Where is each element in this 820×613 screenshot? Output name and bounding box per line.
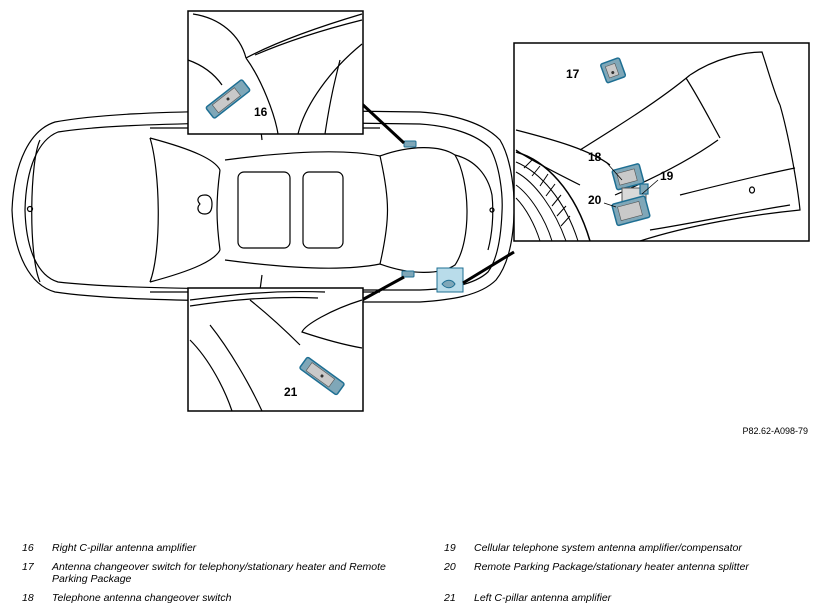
c-pillar-right-marker <box>403 140 417 148</box>
callout-20: 20 <box>588 193 602 207</box>
legend-number: 19 <box>444 542 456 554</box>
callout-21: 21 <box>284 385 298 399</box>
legend-number: 17 <box>22 561 34 573</box>
callout-19: 19 <box>660 169 674 183</box>
legend-text: Telephone antenna changeover switch <box>52 592 232 604</box>
antenna-location-diagram: 16 21 <box>11 10 810 412</box>
legend-number: 16 <box>22 542 34 554</box>
legend-text: Cellular telephone system antenna amplif… <box>474 542 742 554</box>
legend-text: Right C-pillar antenna amplifier <box>52 542 197 554</box>
c-pillar-left-marker <box>401 270 415 278</box>
figure-code: P82.62-A098-79 <box>742 426 808 436</box>
legend-number: 18 <box>22 592 34 604</box>
legend-number: 20 <box>444 561 456 573</box>
inset-trunk-antenna-modules: 17 18 19 20 <box>513 42 810 242</box>
callout-17: 17 <box>566 67 580 81</box>
legend-number: 21 <box>444 592 456 604</box>
legend-text: Antenna changeover switch for telephony/… <box>52 561 386 585</box>
inset-left-c-pillar: 21 <box>187 287 364 412</box>
callout-16: 16 <box>254 105 268 119</box>
inset-right-c-pillar: 16 <box>187 10 364 135</box>
legend-text: Left C-pillar antenna amplifier <box>474 592 612 604</box>
legend-text: Remote Parking Package/stationary heater… <box>474 561 749 573</box>
callout-18: 18 <box>588 150 602 164</box>
